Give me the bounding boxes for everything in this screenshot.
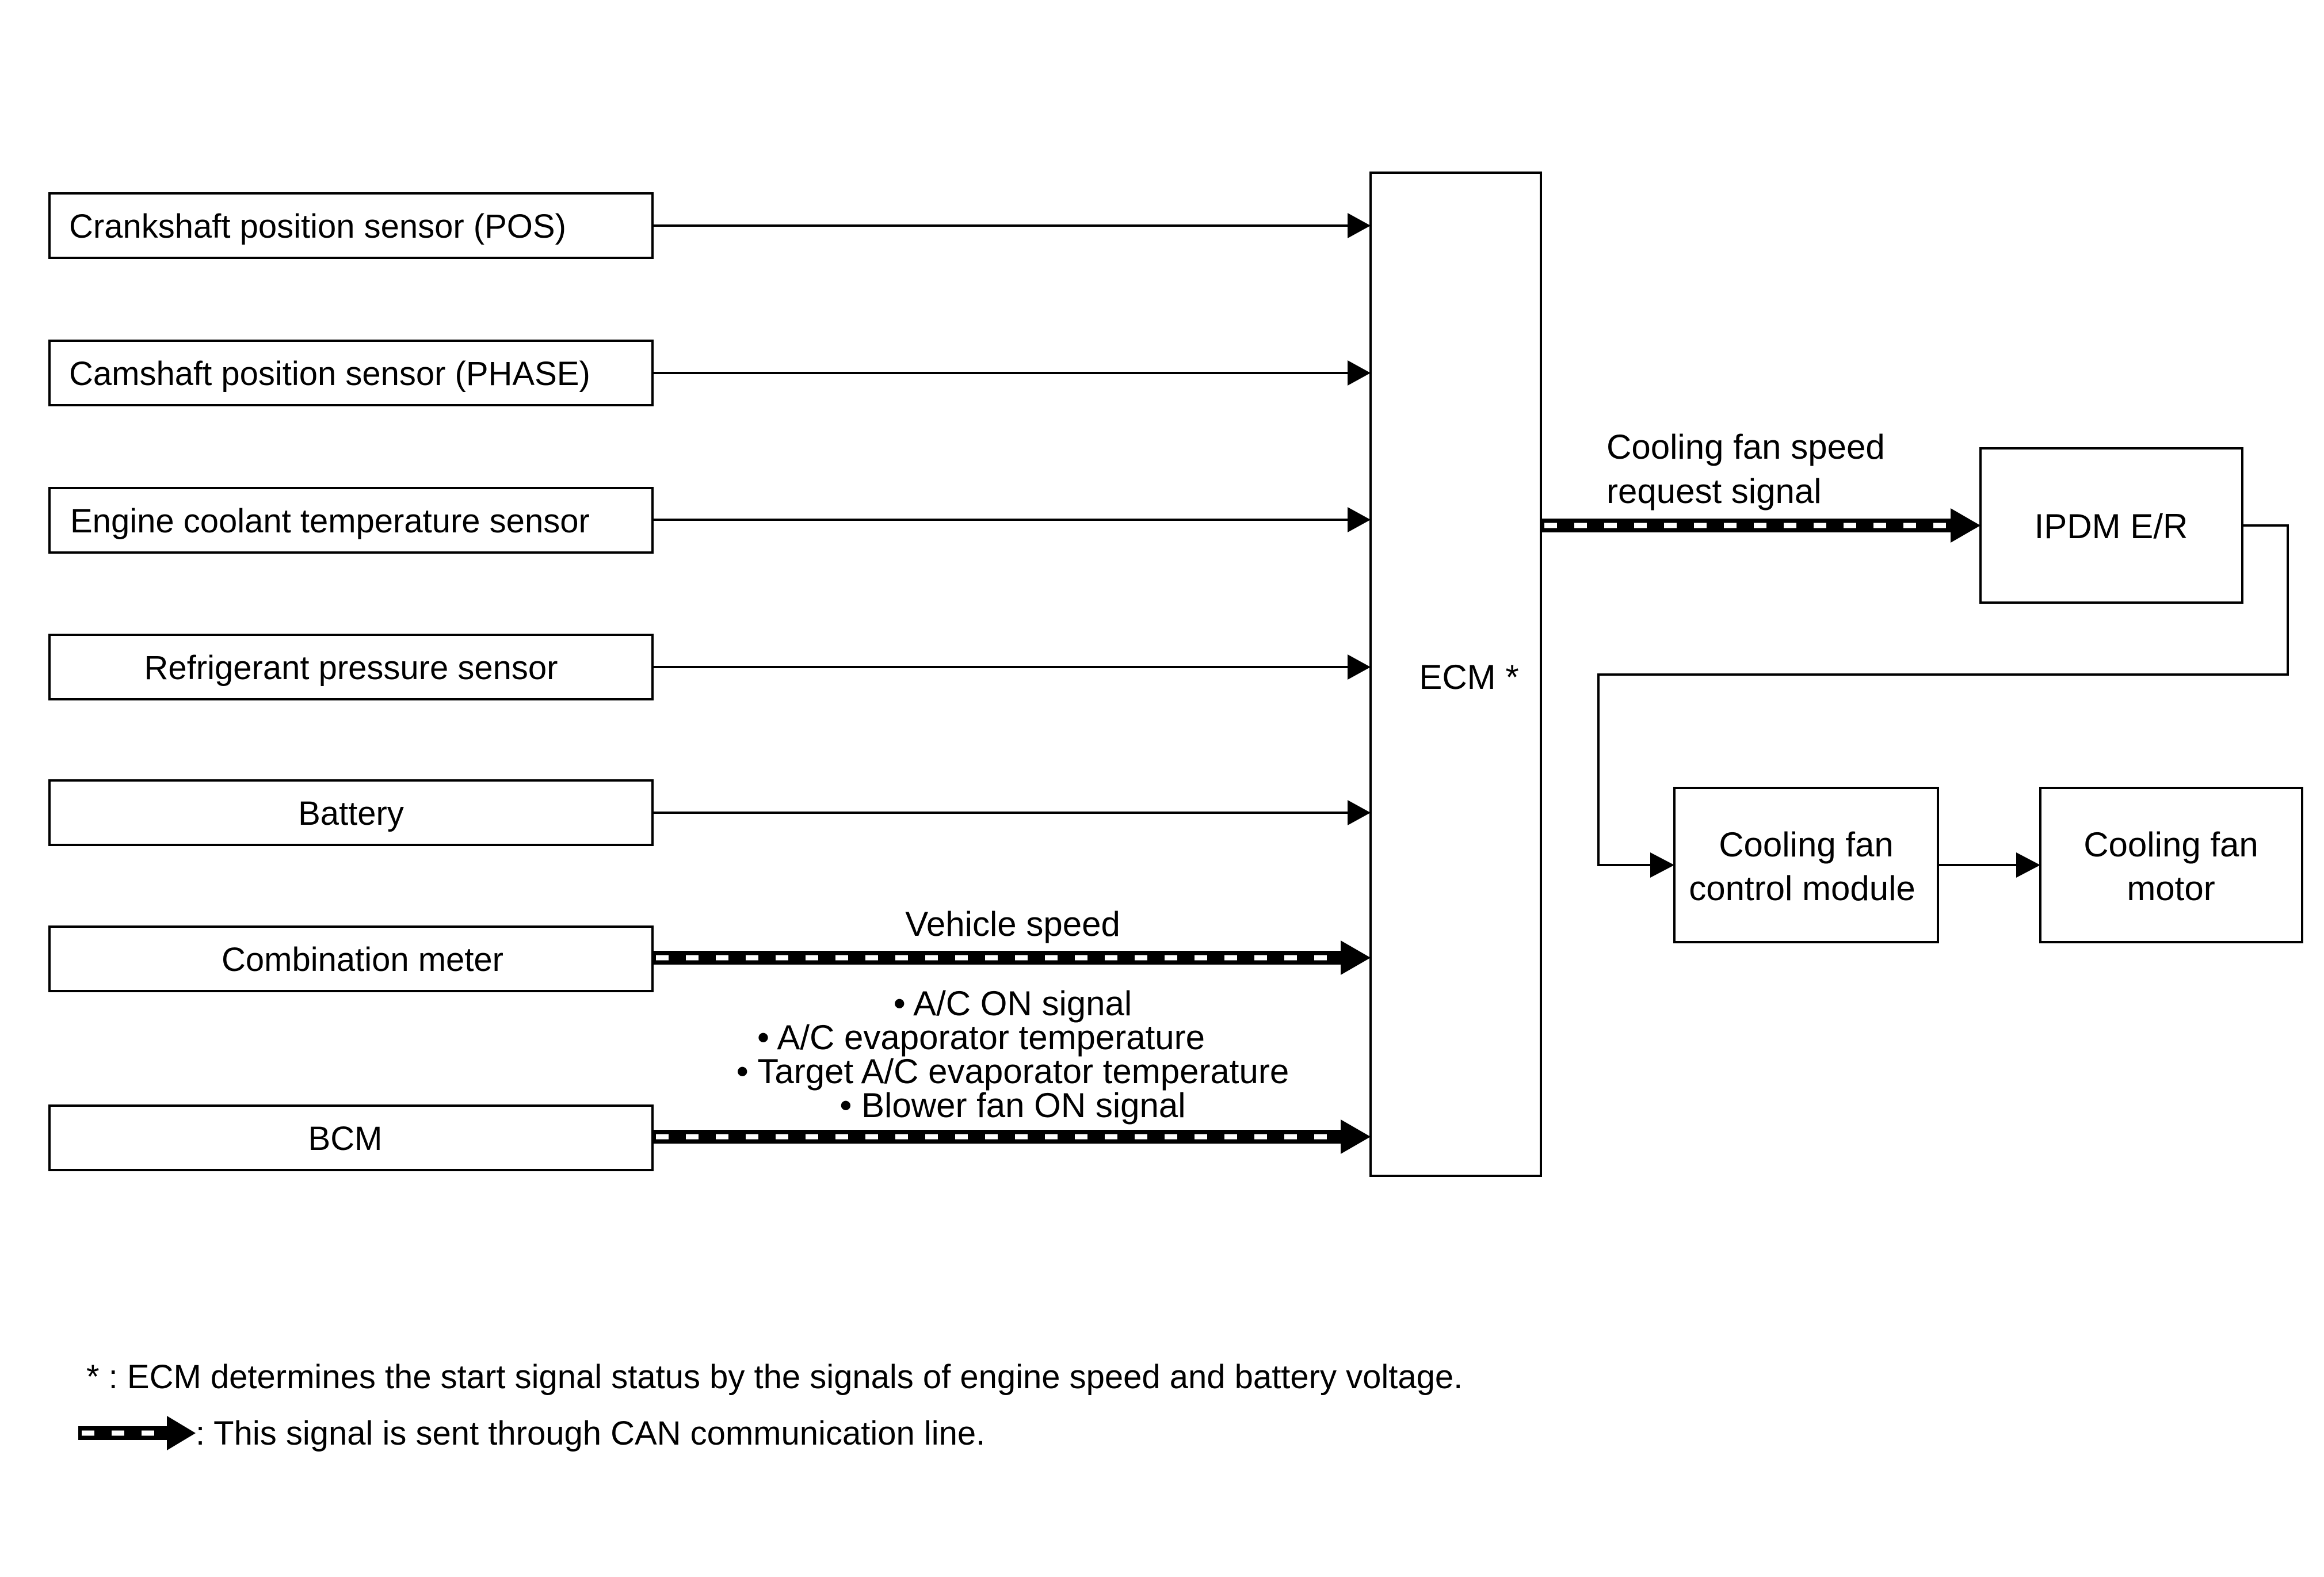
ac-on-signal-label: • A/C ON signal: [894, 984, 1132, 1023]
bcm-label: BCM: [308, 1120, 383, 1157]
coolant-sensor-label: Engine coolant temperature sensor: [70, 502, 590, 540]
ipdm-box: IPDM E/R: [1979, 447, 2243, 604]
combination-meter-box: Combination meter: [48, 925, 654, 992]
vehicle-speed-label: Vehicle speed: [905, 905, 1120, 943]
cooling-fan-motor-box: Cooling fan motor: [2039, 787, 2303, 943]
bcm-can-arrow: [652, 1119, 1371, 1154]
vehicle-speed-can-arrow: [652, 940, 1371, 975]
ac-evap-temp-label: • A/C evaporator temperature: [757, 1018, 1205, 1057]
combination-meter-label: Combination meter: [222, 941, 503, 978]
bcm-box: BCM: [48, 1104, 654, 1171]
cooling-fan-request-label-line2: request signal: [1606, 472, 1822, 511]
cooling-fan-request-label-line1: Cooling fan speed: [1606, 428, 1885, 466]
refrigerant-arrowhead: [1348, 654, 1371, 680]
ecm-box: ECM *: [1369, 172, 1542, 1177]
camshaft-sensor-label: Camshaft position sensor (PHASE): [69, 355, 590, 393]
control-module-label-line1: Cooling fan: [1719, 825, 1894, 864]
ipdm-label: IPDM E/R: [2035, 507, 2188, 546]
motor-label-line1: Cooling fan: [2083, 825, 2258, 864]
control-module-to-motor-arrowhead: [2016, 852, 2040, 878]
battery-label: Battery: [298, 795, 404, 832]
crankshaft-arrowhead: [1348, 213, 1371, 238]
coolant-arrowhead: [1348, 507, 1371, 532]
battery-arrowhead: [1348, 800, 1371, 825]
ipdm-to-control-module-line: [1597, 524, 2289, 866]
camshaft-arrowhead: [1348, 360, 1371, 386]
bcm-signal-list: • A/C ON signal • A/C evaporator tempera…: [736, 984, 1289, 1125]
coolant-sensor-box: Engine coolant temperature sensor: [48, 487, 654, 554]
ecm-label: ECM *: [1419, 658, 1518, 696]
blower-fan-on-label: • Blower fan ON signal: [839, 1086, 1185, 1125]
motor-label-line2: motor: [2127, 869, 2215, 908]
crankshaft-sensor-label: Crankshaft position sensor (POS): [69, 208, 566, 245]
battery-box: Battery: [48, 779, 654, 846]
cooling-fan-control-module-box: Cooling fan control module: [1673, 787, 1939, 943]
control-module-label-line2: control module: [1689, 869, 1915, 908]
refrigerant-sensor-label: Refrigerant pressure sensor: [144, 649, 558, 687]
crankshaft-sensor-box: Crankshaft position sensor (POS): [48, 192, 654, 259]
ipdm-to-control-module-arrowhead: [1650, 852, 1674, 878]
camshaft-sensor-box: Camshaft position sensor (PHASE): [48, 340, 654, 406]
refrigerant-sensor-box: Refrigerant pressure sensor: [48, 634, 654, 700]
asterisk-note: * : ECM determines the start signal stat…: [86, 1358, 1463, 1396]
cooling-fan-request-can-arrow: [1541, 508, 1980, 543]
can-legend-note: : This signal is sent through CAN commun…: [196, 1415, 985, 1452]
target-ac-evap-temp-label: • Target A/C evaporator temperature: [736, 1052, 1289, 1091]
can-legend-arrow-icon: [78, 1416, 196, 1450]
